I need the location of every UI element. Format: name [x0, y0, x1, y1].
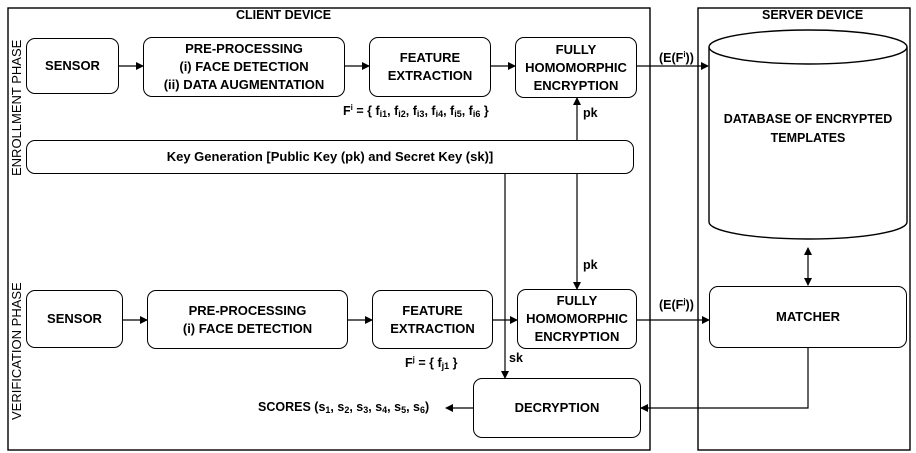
- enrollment-output-sup: i: [683, 50, 686, 59]
- verification-feature-extraction-line-1: FEATURE: [402, 302, 463, 318]
- verification-fhe-line-3: ENCRYPTION: [534, 329, 620, 344]
- score-s-1: s: [318, 400, 326, 414]
- verification-fhe-line-2: HOMOMORPHIC: [526, 311, 628, 326]
- client-device-title: CLIENT DEVICE: [236, 8, 332, 22]
- enrollment-fhe-line-1: FULLY: [555, 41, 597, 57]
- enrollment-preprocessing-node: PRE-PROCESSING (i) FACE DETECTION (ii) D…: [143, 37, 345, 97]
- score-s-3: s: [356, 400, 364, 414]
- verification-fhe-node: FULLY HOMOMORPHIC ENCRYPTION: [517, 289, 637, 349]
- scores-label: SCORES (s1, s2, s3, s4, s5, s6): [258, 400, 430, 415]
- verification-output-edge-label: (E(Fj)): [659, 297, 694, 312]
- verification-feature-extraction-line-2: EXTRACTION: [390, 320, 475, 336]
- score-s-6-sub: 6: [420, 405, 426, 415]
- verification-phase-label: VERIFICATION PHASE: [9, 282, 24, 420]
- matcher-node: MATCHER: [709, 286, 907, 348]
- verification-output-prefix: (E(F: [659, 298, 684, 312]
- server-device-title: SERVER DEVICE: [762, 8, 864, 22]
- enrollment-output-prefix: (E(F: [659, 51, 684, 65]
- enrollment-preprocessing-title: PRE-PROCESSING: [185, 41, 303, 56]
- enrollment-phase-label: ENROLLMENT PHASE: [9, 39, 24, 176]
- pk-enroll-label: pk: [583, 106, 598, 120]
- verification-feature-set-lhs: F: [405, 356, 413, 370]
- enrollment-feature-extraction-line-1: FEATURE: [399, 50, 461, 65]
- score-s-5-sub: 5: [401, 405, 407, 415]
- feature-fj-1-sub: j1: [441, 361, 450, 371]
- verification-preprocessing-title: PRE-PROCESSING: [188, 302, 307, 318]
- enrollment-sensor-node: SENSOR: [26, 38, 119, 94]
- score-s-5: s: [394, 400, 402, 414]
- enrollment-feature-extraction-line-2: EXTRACTION: [387, 68, 473, 83]
- verification-feature-extraction-node: FEATURE EXTRACTION: [372, 290, 493, 349]
- decryption-node: DECRYPTION: [473, 378, 641, 438]
- enrollment-output-suffix: )): [685, 51, 694, 65]
- enrollment-feature-set-sup: i: [350, 103, 353, 112]
- score-s-3-sub: 3: [363, 405, 369, 415]
- feature-f-2-sub: i2: [398, 109, 406, 119]
- enrollment-fhe-line-3: ENCRYPTION: [533, 77, 619, 93]
- verification-preprocessing-step-1: (i) FACE DETECTION: [182, 320, 313, 336]
- enrollment-preprocessing-step-2: (ii) DATA AUGMENTATION: [163, 77, 325, 92]
- enrollment-sensor-label: SENSOR: [45, 58, 100, 73]
- enrollment-fhe-line-2: HOMOMORPHIC: [525, 59, 627, 75]
- key-generation-node: Key Generation [Public Key (pk) and Secr…: [26, 140, 634, 174]
- database-label-line-1: DATABASE OF ENCRYPTED: [723, 112, 893, 126]
- feature-fj-1: f: [437, 356, 442, 370]
- feature-f-5-sub: i5: [454, 109, 462, 119]
- feature-f-3: f: [412, 104, 417, 118]
- key-generation-label: Key Generation [Public Key (pk) and Secr…: [166, 149, 494, 164]
- score-s-4: s: [375, 400, 383, 414]
- database-label-line-2: TEMPLATES: [770, 131, 846, 145]
- score-s-2: s: [337, 400, 345, 414]
- score-s-4-sub: 4: [382, 405, 388, 415]
- score-s-1-sub: 1: [325, 405, 331, 415]
- scores-prefix: SCORES (: [258, 400, 319, 414]
- verification-output-sup: j: [683, 297, 686, 306]
- verification-feature-set-label: Fj = { fj1 }: [405, 355, 458, 371]
- feature-f-6-sub: i6: [472, 109, 481, 119]
- arrow-matcher-to-decryption: [640, 348, 809, 412]
- feature-f-4: f: [431, 104, 436, 118]
- client-device-frame: [7, 7, 651, 451]
- feature-f-4-sub: i4: [435, 109, 444, 119]
- feature-f-2: f: [394, 104, 399, 118]
- decryption-label: DECRYPTION: [514, 400, 600, 415]
- server-device-frame: [697, 7, 911, 451]
- enrollment-feature-set-lhs: F: [343, 104, 351, 118]
- score-s-2-sub: 2: [344, 405, 350, 415]
- enrollment-feature-set-label: Fi = { fi1, fi2, fi3, fi4, fi5, fi6 }: [343, 103, 489, 119]
- feature-f-3-sub: i3: [416, 109, 425, 119]
- database-cylinder: [708, 29, 908, 240]
- enrollment-preprocessing-step-1: (i) FACE DETECTION: [179, 59, 309, 74]
- verification-fhe-line-1: FULLY: [556, 293, 598, 308]
- pk-verify-label: pk: [583, 258, 598, 272]
- verification-preprocessing-node: PRE-PROCESSING (i) FACE DETECTION: [147, 290, 348, 349]
- feature-f-1: f: [375, 104, 380, 118]
- verification-sensor-label: SENSOR: [47, 311, 102, 326]
- enrollment-feature-extraction-node: FEATURE EXTRACTION: [369, 37, 491, 97]
- enrollment-output-edge-label: (E(Fi)): [659, 50, 694, 65]
- verification-feature-set-sup: j: [412, 355, 415, 364]
- score-s-6: s: [413, 400, 420, 414]
- scores-suffix: ): [425, 400, 430, 414]
- database-label: DATABASE OF ENCRYPTED TEMPLATES: [712, 110, 904, 148]
- feature-f-6: f: [468, 104, 473, 118]
- sk-label: sk: [509, 351, 523, 365]
- feature-f-1-sub: i1: [379, 109, 388, 119]
- verification-output-suffix: )): [685, 298, 694, 312]
- feature-f-5: f: [450, 104, 455, 118]
- matcher-label: MATCHER: [775, 309, 841, 324]
- verification-sensor-node: SENSOR: [26, 290, 123, 348]
- enrollment-fhe-node: FULLY HOMOMORPHIC ENCRYPTION: [515, 37, 637, 98]
